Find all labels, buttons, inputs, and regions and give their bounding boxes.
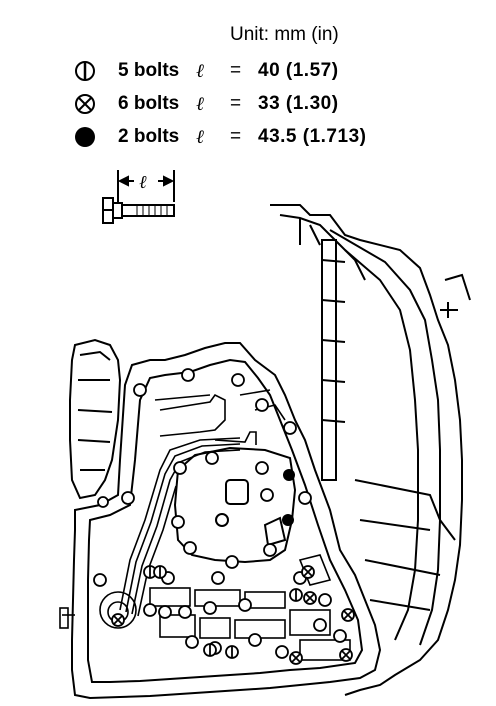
lower-valve-body (59, 389, 351, 661)
circle-bar-icon (75, 61, 95, 81)
length-symbol: ℓ (196, 59, 204, 82)
bolt-legend: Unit: mm (in) 5 bolts ℓ = 40 (1.57) 6 bo… (0, 0, 496, 160)
filled-bolts (282, 469, 295, 526)
equals-sign: = (230, 93, 242, 114)
circle-bar-bolts (143, 565, 303, 659)
equals-sign: = (230, 60, 242, 81)
bolt-length-symbol: ℓ (139, 172, 147, 193)
bolt-count: 2 bolts (118, 126, 180, 147)
bolt-count: 5 bolts (118, 60, 180, 81)
equals-sign: = (230, 126, 242, 147)
circle-x-bolts (111, 565, 355, 665)
left-side-housing (69, 338, 122, 500)
legend-row-5-bolts: 5 bolts ℓ = 40 (1.57) (72, 58, 339, 84)
circle-x-icon (75, 94, 95, 114)
bolt-length-value: 40 (1.57) (258, 60, 339, 81)
bolt-count: 6 bolts (118, 93, 180, 114)
bolt-length-value: 33 (1.30) (258, 93, 339, 114)
legend-row-2-bolts: 2 bolts ℓ = 43.5 (1.713) (72, 124, 366, 150)
length-symbol: ℓ (196, 125, 204, 148)
valve-body-gasket-outline (71, 342, 382, 700)
center-valve-plate (173, 446, 297, 564)
filled-circle-icon (75, 127, 95, 147)
unit-label: Unit: mm (in) (230, 24, 339, 45)
length-symbol: ℓ (196, 92, 204, 115)
transmission-housing (270, 204, 471, 696)
bolt-length-value: 43.5 (1.713) (258, 126, 367, 147)
legend-row-6-bolts: 6 bolts ℓ = 33 (1.30) (72, 91, 339, 117)
fluid-pipes (119, 393, 257, 617)
bolt-dimension-illustration (102, 170, 175, 224)
plain-bolts (93, 368, 347, 659)
